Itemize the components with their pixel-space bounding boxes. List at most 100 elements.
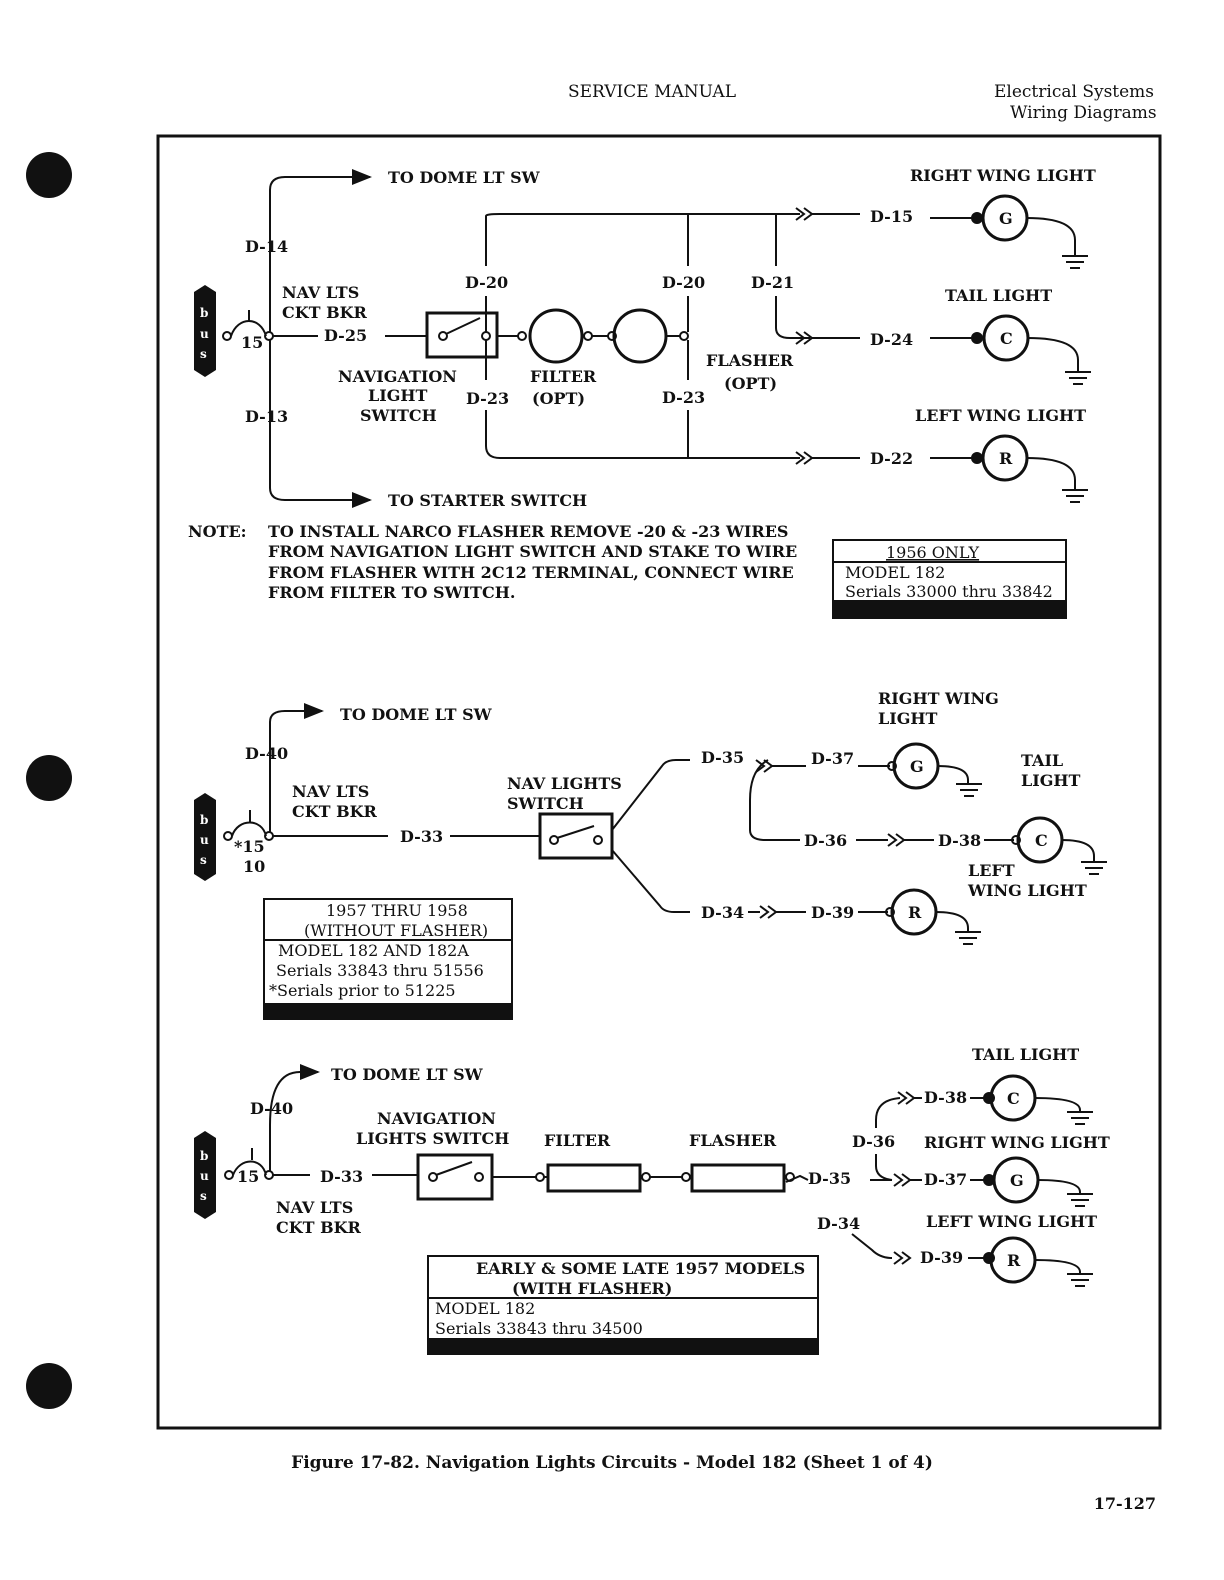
- left-wing-light-label-3: LEFT WING LIGHT: [926, 1212, 1097, 1231]
- bus-letter: s: [200, 347, 207, 361]
- wire-d40-2: D-40: [245, 744, 288, 763]
- filter-component-3: [546, 1163, 642, 1193]
- bus-bar-3: [194, 1138, 216, 1212]
- wire-d37-2: D-37: [811, 749, 854, 768]
- tail-light-label-1: TAIL LIGHT: [945, 286, 1052, 305]
- model-box-serials-3: Serials 33843 thru 34500: [435, 1319, 643, 1338]
- lamp-letter-g: G: [1010, 1171, 1024, 1190]
- bus-letter: b: [200, 813, 208, 827]
- figure-caption: Figure 17-82. Navigation Lights Circuits…: [291, 1453, 933, 1473]
- switch-label-1b: LIGHT: [368, 386, 428, 405]
- wire-d34-2: D-34: [701, 903, 744, 922]
- tail-light-label-2b: LIGHT: [1021, 771, 1081, 790]
- binder-hole-bottom: [26, 1363, 72, 1409]
- breaker-label-3: NAV LTS: [276, 1198, 353, 1217]
- left-wing-light-label-2b: WING LIGHT: [967, 881, 1087, 900]
- lamp-letter-r: R: [908, 903, 922, 922]
- wire-d23a: D-23: [466, 389, 509, 408]
- wire-d37-3: D-37: [924, 1170, 967, 1189]
- lamp-letter-g: G: [910, 757, 924, 776]
- lamp-letter-r: R: [999, 449, 1013, 468]
- model-box-serials-1: Serials 33000 thru 33842: [845, 582, 1053, 601]
- wire-d22: D-22: [870, 449, 913, 468]
- bus-letter: b: [200, 306, 208, 320]
- filter-label-3: FILTER: [544, 1131, 611, 1150]
- flasher-component-3: [690, 1163, 786, 1193]
- page-number: 17-127: [1093, 1494, 1156, 1513]
- wire-d21: D-21: [751, 273, 794, 292]
- right-wing-light-label-3: RIGHT WING LIGHT: [924, 1133, 1110, 1152]
- note-line: FROM NAVIGATION LIGHT SWITCH AND STAKE T…: [268, 542, 797, 561]
- header-section: Electrical Systems: [994, 82, 1155, 102]
- breaker-label-2b: CKT BKR: [292, 802, 378, 821]
- label-to-starter: TO STARTER SWITCH: [388, 491, 587, 510]
- model-box-title-1: 1956 ONLY: [886, 543, 980, 562]
- note-line: TO INSTALL NARCO FLASHER REMOVE -20 & -2…: [268, 522, 788, 541]
- wire-d13: D-13: [245, 407, 288, 426]
- right-wing-light-label-1: RIGHT WING LIGHT: [910, 166, 1096, 185]
- tail-light-label-2: TAIL: [1021, 751, 1063, 770]
- breaker-label-1: NAV LTS: [282, 283, 359, 302]
- model-box-title-3b: (WITH FLASHER): [512, 1279, 672, 1298]
- breaker-label-2: NAV LTS: [292, 782, 369, 801]
- model-box-title-2b: (WITHOUT FLASHER): [304, 921, 488, 940]
- switch-label-3b: LIGHTS SWITCH: [356, 1129, 509, 1148]
- model-box-serials-2: Serials 33843 thru 51556: [276, 961, 484, 980]
- bus-letter: u: [200, 327, 209, 341]
- label-to-dome-2: TO DOME LT SW: [340, 705, 493, 724]
- wire-d40-3: D-40: [250, 1099, 293, 1118]
- bus-letter: b: [200, 1149, 208, 1163]
- wire-d20b: D-20: [662, 273, 705, 292]
- filter-label-1: FILTER: [530, 367, 597, 386]
- breaker-number-1: 15: [241, 333, 263, 352]
- model-box-title-3: EARLY & SOME LATE 1957 MODELS: [476, 1259, 805, 1278]
- diagram-1957-flasher: [194, 1064, 1093, 1355]
- lamp-letter-r: R: [1007, 1251, 1021, 1270]
- model-box-model-3: MODEL 182: [435, 1299, 535, 1318]
- wire-d38-3: D-38: [924, 1088, 967, 1107]
- diagram-1956: [194, 169, 1091, 619]
- model-box-serials-2b: *Serials prior to 51225: [269, 981, 456, 1000]
- right-wing-light-label-2b: LIGHT: [878, 709, 938, 728]
- lamp-letter-g: G: [999, 209, 1013, 228]
- lamp-letter-c: C: [1007, 1089, 1020, 1108]
- left-wing-light-label-2: LEFT: [968, 861, 1015, 880]
- filter-component-1: [528, 308, 584, 364]
- flasher-label-1: FLASHER: [706, 351, 794, 370]
- wire-d39-2: D-39: [811, 903, 854, 922]
- header-title: SERVICE MANUAL: [568, 82, 736, 102]
- wire-d23b: D-23: [662, 388, 705, 407]
- lamp-letter-c: C: [1035, 831, 1048, 850]
- wire-d39-3: D-39: [920, 1248, 963, 1267]
- wire-d14: D-14: [245, 237, 288, 256]
- breaker-label-1b: CKT BKR: [282, 303, 368, 322]
- bus-letter: u: [200, 833, 209, 847]
- switch-label-2: NAV LIGHTS: [507, 774, 622, 793]
- right-wing-light-label-2: RIGHT WING: [878, 689, 999, 708]
- switch-label-1c: SWITCH: [360, 406, 437, 425]
- label-to-dome-3: TO DOME LT SW: [331, 1065, 484, 1084]
- wire-d33-2: D-33: [400, 827, 443, 846]
- model-box-title-2: 1957 THRU 1958: [326, 901, 468, 920]
- switch-label-2b: SWITCH: [507, 794, 584, 813]
- flasher-label-3: FLASHER: [689, 1131, 777, 1150]
- wire-d35-3: D-35: [808, 1169, 851, 1188]
- bus-bar-1: [194, 292, 216, 370]
- breaker-number-2b: 10: [243, 857, 265, 876]
- model-box-model-2: MODEL 182 AND 182A: [278, 941, 469, 960]
- model-box-model-1: MODEL 182: [845, 563, 945, 582]
- breaker-number-2: *15: [234, 837, 265, 856]
- lamp-letter-c: C: [1000, 329, 1013, 348]
- tail-light-label-3: TAIL LIGHT: [972, 1045, 1079, 1064]
- breaker-number-3: 15: [237, 1167, 259, 1186]
- flasher-component-1: [612, 308, 668, 364]
- note-line: FROM FILTER TO SWITCH.: [268, 583, 515, 602]
- flasher-label-1b: (OPT): [724, 374, 777, 393]
- wire-d25: D-25: [324, 326, 367, 345]
- filter-label-1b: (OPT): [532, 389, 585, 408]
- wire-d20a: D-20: [465, 273, 508, 292]
- label-to-dome-1: TO DOME LT SW: [388, 168, 541, 187]
- wire-d33-3: D-33: [320, 1167, 363, 1186]
- diagram-1957-1958: [194, 703, 1107, 1020]
